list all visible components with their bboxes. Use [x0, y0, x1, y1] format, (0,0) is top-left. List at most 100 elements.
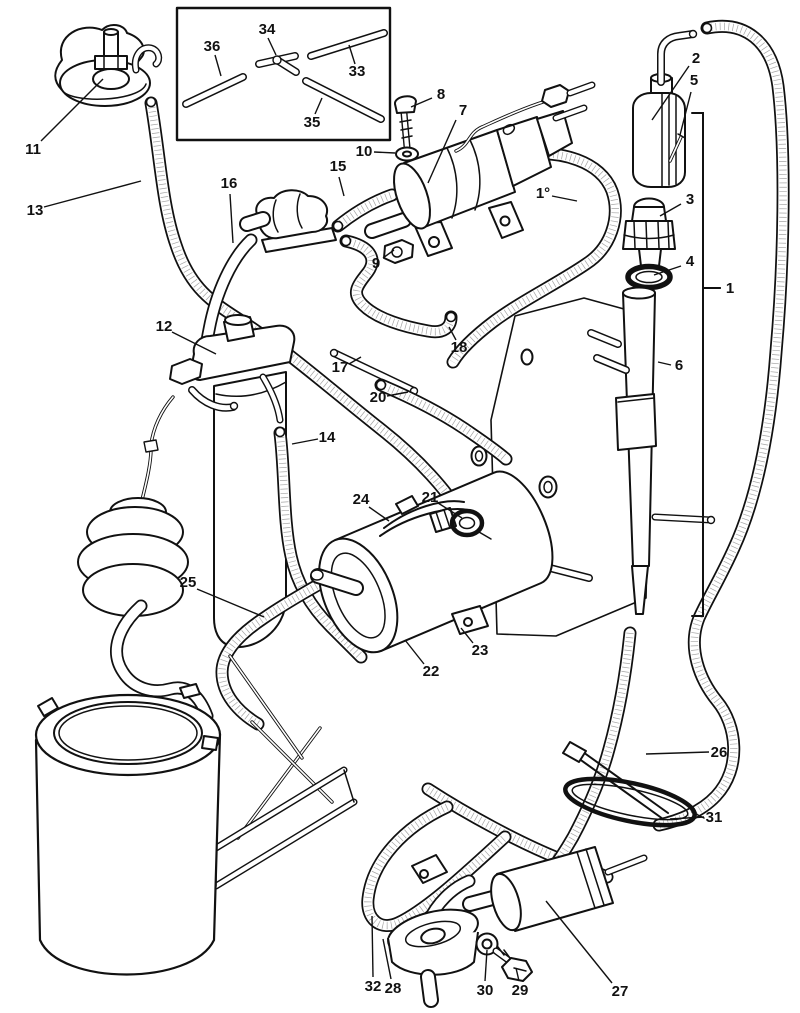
callout-label-23: 23	[472, 642, 489, 659]
callout-label-30: 30	[477, 982, 494, 999]
callout-leader-10	[373, 151, 396, 154]
callout-label-25: 25	[180, 574, 197, 591]
stub-pipes-near-tube-6	[546, 333, 716, 578]
callout-leader-3	[659, 203, 682, 217]
callout-label-10: 10	[356, 143, 373, 160]
callout-label-34: 34	[259, 21, 276, 38]
callout-leader-18	[448, 326, 457, 341]
callout-leader-32	[371, 915, 374, 978]
carb-elbow-28	[387, 854, 479, 1008]
callout-leader-28	[382, 938, 392, 980]
bolt-29	[492, 946, 533, 982]
callout-leader-24	[368, 506, 390, 522]
callout-leader-16	[229, 193, 234, 244]
callout-label-31: 31	[706, 809, 723, 826]
callout-label-33: 33	[349, 63, 366, 80]
elbow-connector-16	[202, 189, 337, 354]
vapour-canister-2	[632, 29, 698, 188]
hose-open-end	[701, 22, 713, 34]
callout-label-5: 5	[690, 72, 698, 89]
cap-hex-nut	[94, 55, 128, 70]
callout-label-9: 9	[372, 255, 380, 272]
callout-label-3: 3	[686, 191, 694, 208]
callout-leader-8	[410, 97, 433, 108]
callout-leader-5	[679, 91, 692, 136]
callout-layer: 1234567891011121314151617181°20212223242…	[25, 21, 734, 1000]
cable-tie-31	[563, 776, 705, 828]
callout-label-11: 11	[25, 141, 41, 158]
callout-label-16: 16	[221, 175, 238, 192]
callout-leader-17	[348, 356, 362, 365]
fuel-filter-12	[169, 314, 296, 649]
hose-13	[147, 98, 462, 516]
callout-leader-33	[348, 44, 356, 65]
vertical-drain-hose	[549, 633, 630, 873]
callout-label-36: 36	[204, 38, 221, 55]
vent-tube-6	[615, 286, 657, 615]
split-pin-5	[668, 133, 686, 163]
callout-label-14: 14	[319, 429, 336, 446]
separator-drum-22	[303, 470, 554, 654]
callout-label-1°: 1°	[536, 185, 550, 202]
right-breather-hose	[659, 24, 783, 826]
callout-leader-6	[657, 361, 672, 366]
mounting-frame	[216, 654, 354, 886]
callout-label-27: 27	[612, 983, 629, 1000]
callout-label-7: 7	[459, 102, 467, 119]
drum-stub-pipe	[311, 570, 356, 588]
bolt-8	[394, 95, 417, 151]
callout-label-12: 12	[156, 318, 173, 335]
washer-10	[395, 146, 419, 162]
bracket-23	[451, 605, 489, 635]
nut-9	[383, 239, 414, 264]
inset-tee-connector-34	[259, 56, 296, 72]
pump-cap-assembly-11	[54, 24, 163, 107]
callout-label-26: 26	[711, 744, 728, 761]
callout-leader-25	[196, 588, 265, 618]
callout-label-13: 13	[27, 202, 44, 219]
callout-label-4: 4	[686, 253, 695, 270]
inset-detail-box	[175, 6, 392, 142]
callout-label-2: 2	[692, 50, 700, 67]
callout-leader-23	[460, 627, 474, 644]
callout-leader-31	[669, 816, 705, 820]
canister-bent-pipe	[661, 29, 698, 83]
callout-leader-9	[382, 249, 395, 259]
callout-leader-29	[515, 967, 520, 982]
callout-label-15: 15	[330, 158, 347, 175]
callout-label-17: 17	[332, 359, 349, 376]
callout-leader-30	[484, 949, 488, 982]
filler-cap-3	[622, 197, 676, 267]
callout-label-1: 1	[726, 280, 734, 297]
callout-leader-12	[171, 331, 217, 355]
inline-filter-27	[462, 846, 648, 932]
callout-label-28: 28	[385, 980, 402, 997]
assembly-1-bracket	[691, 112, 721, 617]
hose-18	[342, 237, 456, 332]
grommet-21	[449, 508, 492, 540]
callout-leader-22	[404, 639, 425, 665]
inset-frame	[175, 6, 392, 142]
callout-leader-15	[338, 176, 345, 197]
callout-label-6: 6	[675, 357, 683, 374]
callout-leader-4	[653, 265, 682, 276]
callout-leader-27	[545, 900, 613, 984]
fuel-pump-assembly-7	[364, 81, 596, 264]
callout-label-29: 29	[512, 982, 529, 999]
callout-leader-34	[267, 37, 277, 56]
hose-20	[377, 381, 507, 460]
callout-label-18: 18	[451, 339, 468, 356]
callout-label-21: 21	[422, 489, 439, 506]
hose-14	[276, 428, 362, 658]
callout-label-8: 8	[437, 86, 445, 103]
callout-leader-20	[386, 391, 409, 397]
sealing-ring-4	[625, 263, 673, 291]
hose-15	[334, 195, 393, 231]
callout-leader-26	[645, 751, 710, 755]
callout-label-20: 20	[370, 389, 387, 406]
callout-leader-2	[651, 65, 690, 121]
large-canister	[34, 683, 222, 976]
callout-leader-11	[40, 78, 104, 142]
callout-leader-14	[291, 438, 319, 445]
